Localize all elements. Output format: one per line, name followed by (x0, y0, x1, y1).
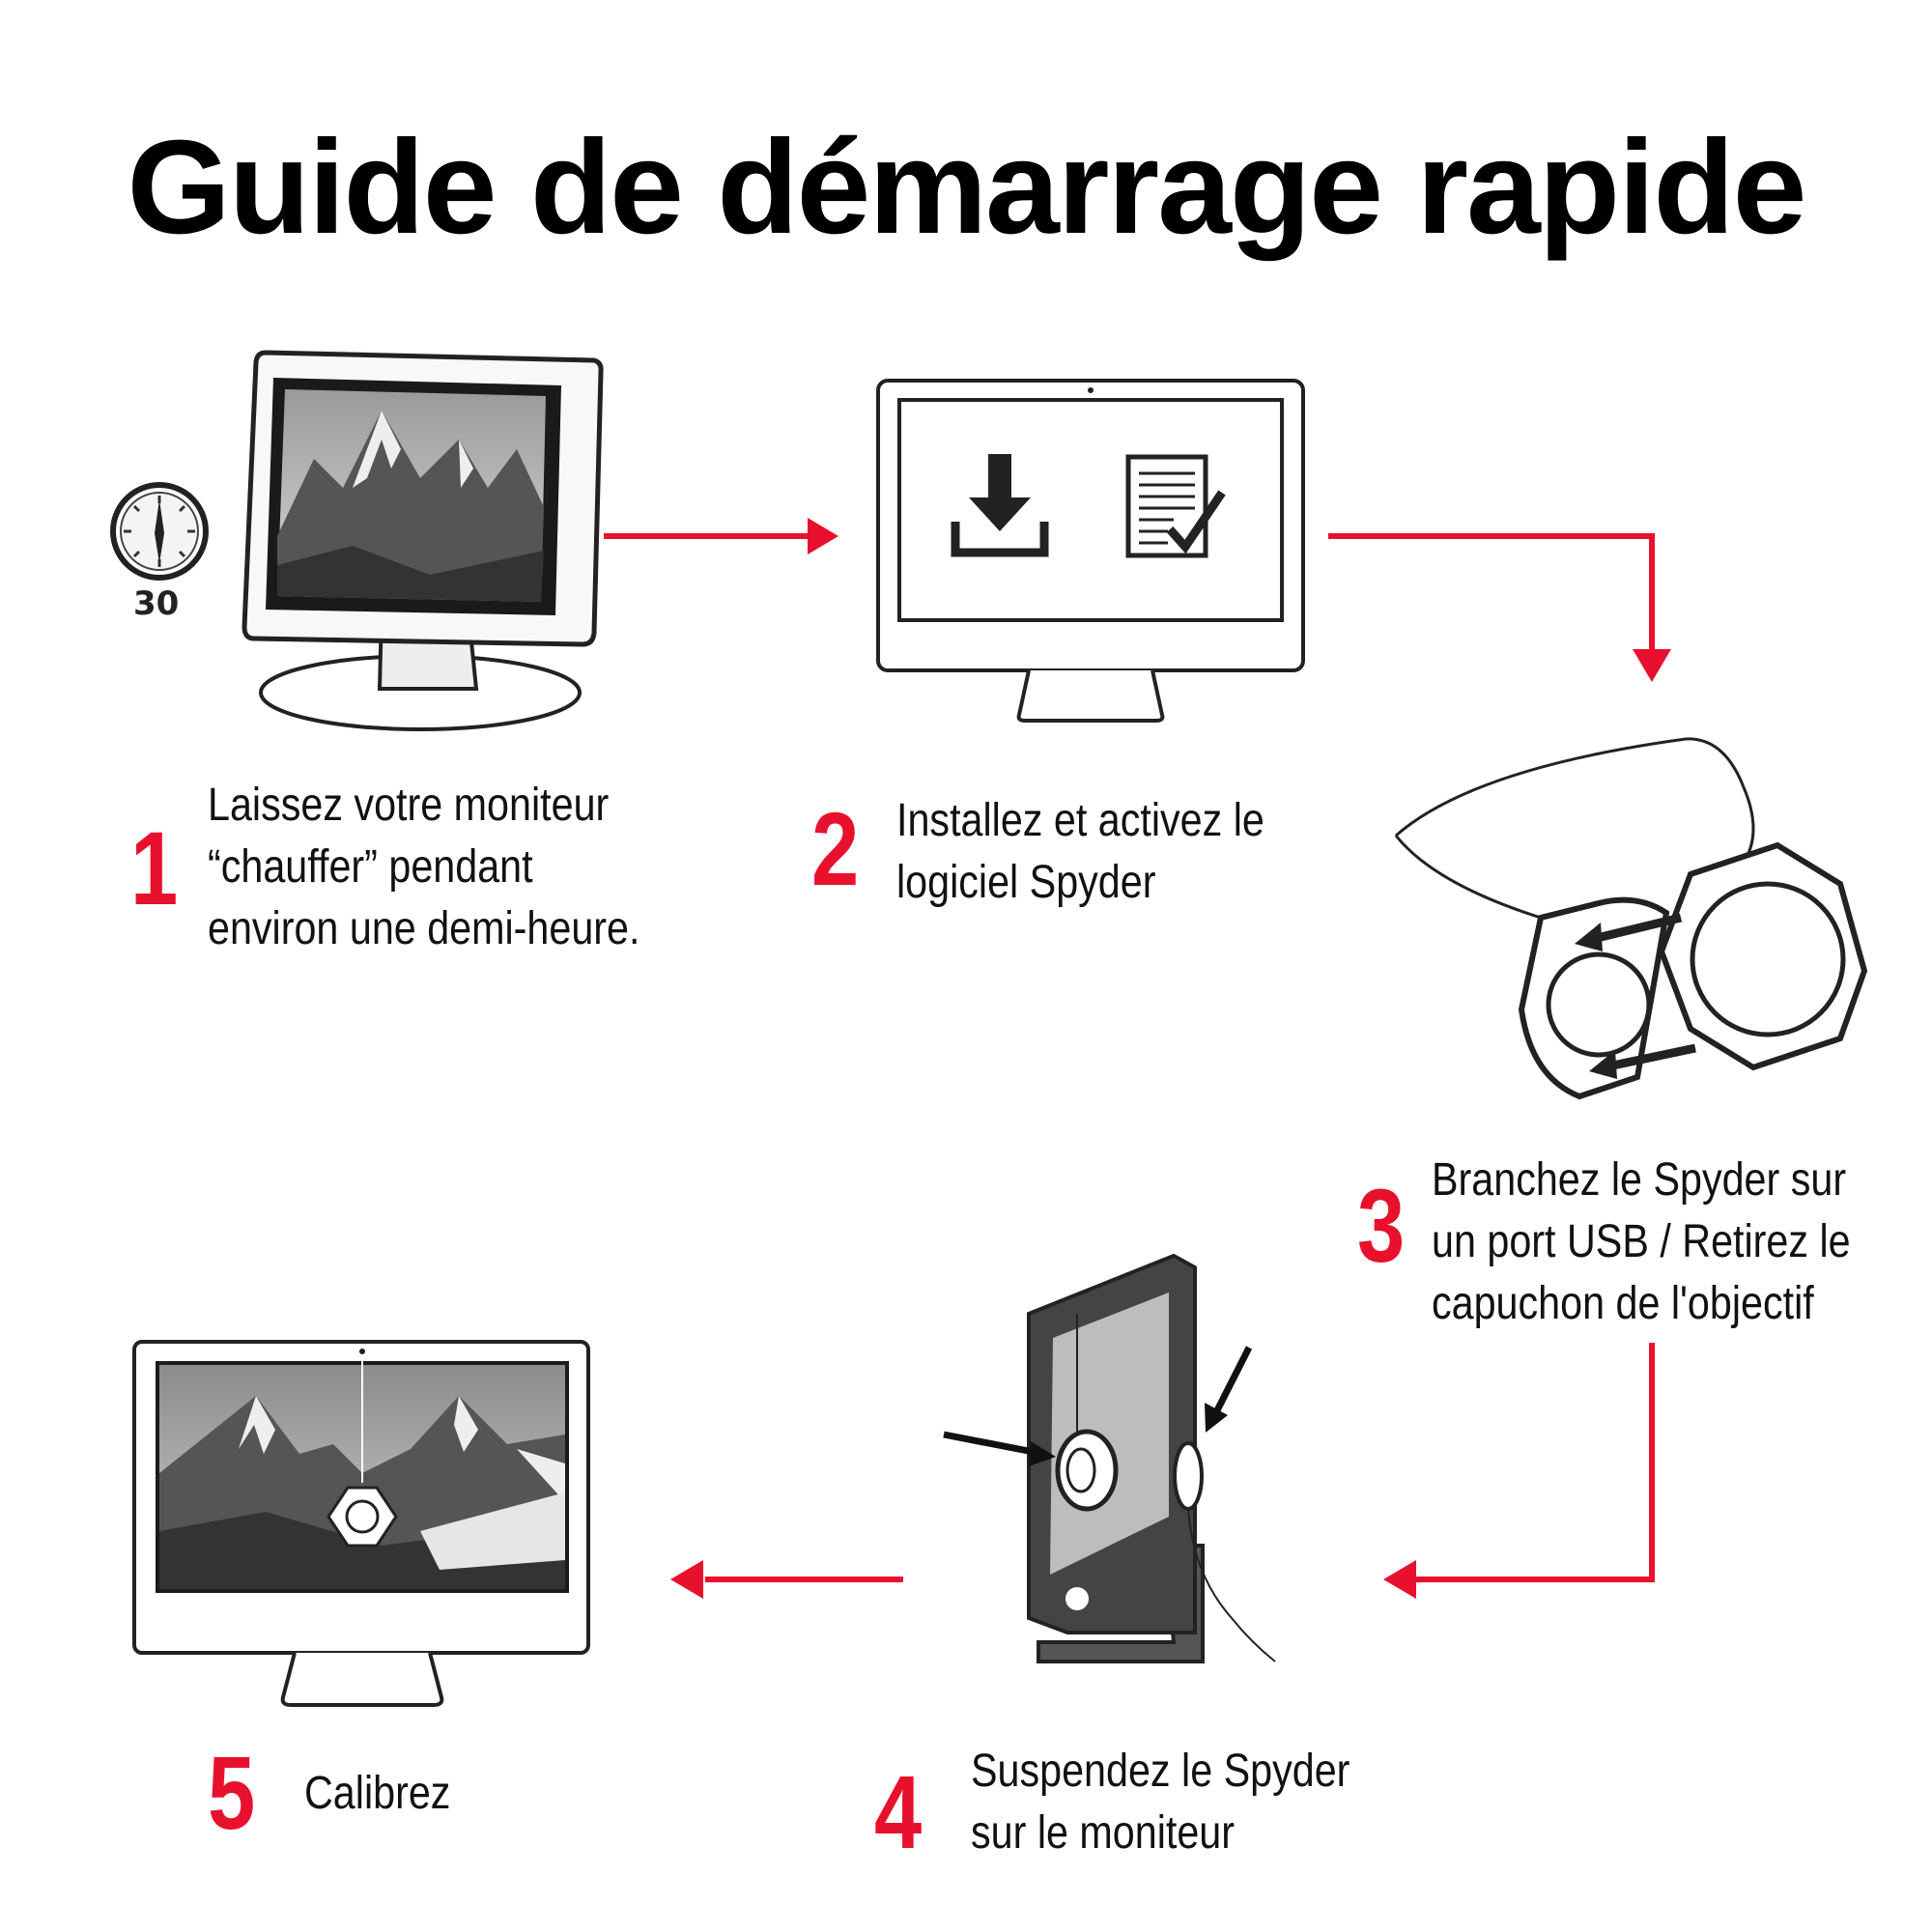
monitor-icon (876, 379, 1305, 723)
step-text-3: Branchez le Spyder sur un port USB / Ret… (1432, 1154, 1851, 1329)
step-number-4: 4 (874, 1753, 923, 1870)
step-text-2: Installez et activez le logiciel Spyder (896, 795, 1264, 908)
checklist-icon (1125, 454, 1226, 558)
step-text-1: Laissez votre moniteur “chauffer” pendan… (208, 780, 640, 954)
monitor-icon (943, 1253, 1276, 1663)
arrow-icon (1410, 1343, 1655, 1582)
stopwatch-icon (110, 482, 209, 581)
spyder-sensor-icon (1394, 737, 1868, 1100)
monitor-icon (132, 1340, 590, 1707)
step-text-4: Suspendez le Spyder sur le moniteur (971, 1746, 1350, 1859)
arrow-icon (1328, 533, 1655, 657)
page-title: Guide de démarrage rapide (127, 113, 1807, 262)
step-text-5: Calibrez (304, 1768, 451, 1819)
step-number-5: 5 (208, 1734, 256, 1851)
step-number-3: 3 (1357, 1167, 1406, 1284)
step-number-1: 1 (130, 810, 179, 926)
stopwatch-label: 30 (133, 584, 180, 623)
step-number-2: 2 (811, 790, 860, 907)
download-icon (951, 454, 1049, 557)
monitor-icon (242, 350, 604, 731)
